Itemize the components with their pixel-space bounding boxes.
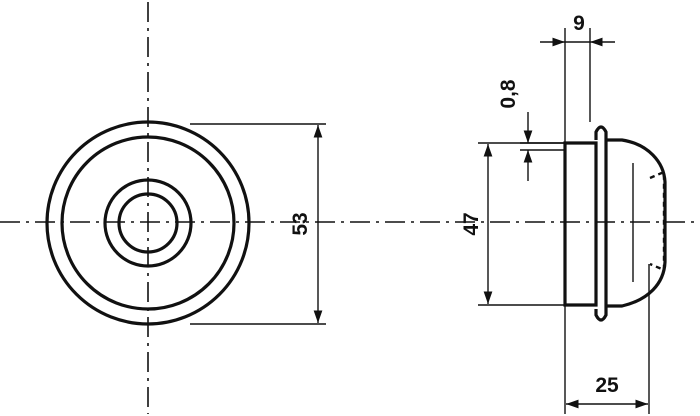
side-view: 9 0,8 47 25 [460,12,667,414]
body-circle [60,135,236,311]
dim-53-label: 53 [289,212,312,235]
hub-inner-circle [117,192,179,254]
hidden-edge [649,170,666,272]
dim-08-label: 0,8 [497,79,520,109]
cap-dome [606,138,667,308]
dim-47-label: 47 [460,212,483,235]
cap-body [563,141,598,307]
outer-flange-circle [45,120,251,326]
dim-25-label: 25 [595,374,619,397]
dim-9-label: 9 [573,12,585,35]
hub-outer-circle [103,178,193,268]
cap-flange [594,125,608,322]
